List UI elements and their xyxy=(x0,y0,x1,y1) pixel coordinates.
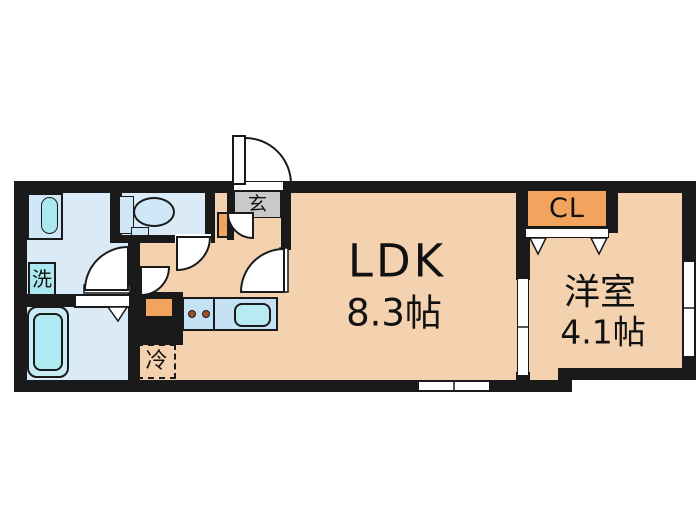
toilet-handle xyxy=(131,227,149,236)
entrance-door-arc xyxy=(244,137,292,185)
wall-closet-right xyxy=(608,181,618,233)
wall-entrance-right xyxy=(281,181,291,250)
stove xyxy=(144,297,174,318)
closet-door-track xyxy=(525,228,609,238)
wall-left xyxy=(14,181,27,392)
wall-bottom-western xyxy=(558,368,696,380)
kitchen-sink xyxy=(234,303,271,327)
counter-divider xyxy=(213,299,215,329)
washing-machine-space: 洗 xyxy=(28,262,56,296)
wall-toilet-bottom xyxy=(110,235,215,243)
wall-divider-bottom xyxy=(516,372,530,392)
closet-box: CL xyxy=(526,189,608,228)
wall-entrance-left xyxy=(227,181,234,240)
sliding-door-ldk-western xyxy=(517,278,529,376)
wall-toilet-right xyxy=(205,181,215,243)
toilet-door-gap xyxy=(175,234,211,244)
genkan-label: 玄 xyxy=(247,193,267,215)
kitchen-counter xyxy=(182,297,278,331)
ldk-size-label: 8.3帖 xyxy=(346,291,442,335)
western-room-size-label: 4.1帖 xyxy=(560,312,646,352)
burner-dot-2 xyxy=(202,310,210,318)
window-ldk-bottom xyxy=(418,381,490,391)
ldk-name-label: LDK xyxy=(347,234,447,288)
wall-top-left xyxy=(14,181,233,193)
vanity-bowl xyxy=(41,197,58,234)
toilet-bowl xyxy=(133,197,175,227)
refrigerator-label: 冷 xyxy=(145,348,168,374)
entrance-door-leaf xyxy=(232,135,246,185)
wall-washroom-bottom xyxy=(14,294,75,307)
wall-top-right xyxy=(284,181,696,193)
western-room-name-label: 洋室 xyxy=(563,272,637,313)
burner-dot-1 xyxy=(188,310,196,318)
genkan-floor: 玄 xyxy=(234,191,281,218)
window-western-right xyxy=(683,261,695,357)
refrigerator-space: 冷 xyxy=(137,344,176,379)
bathtub-inner xyxy=(33,313,63,371)
closet-label: CL xyxy=(549,193,585,224)
washing-machine-label: 洗 xyxy=(32,267,52,291)
entrance-threshold xyxy=(233,181,284,191)
shoe-cabinet xyxy=(217,212,229,238)
